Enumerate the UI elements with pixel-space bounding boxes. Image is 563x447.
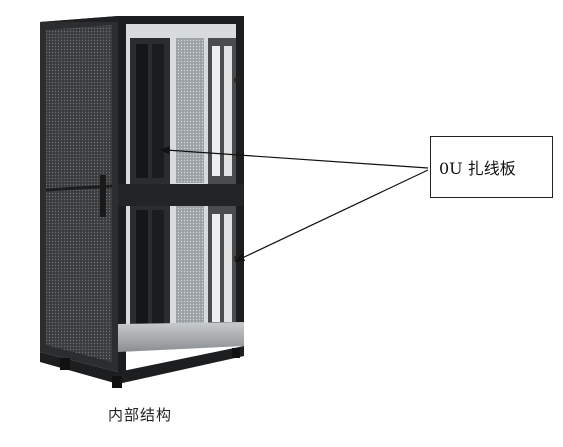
caster <box>60 358 70 370</box>
middle-rail <box>118 184 244 206</box>
figure-caption: 内部结构 <box>108 406 173 424</box>
caster <box>112 376 122 388</box>
cabinet-side-panel <box>40 16 118 372</box>
pointer-line-upper <box>165 149 429 169</box>
callout-label: 0U 扎线板 <box>439 159 516 178</box>
callout-label-box: 0U 扎线板 <box>430 136 553 198</box>
pointer-line-lower <box>237 169 429 261</box>
arrowhead-upper <box>160 146 170 154</box>
cable-management-strip-right <box>208 38 240 328</box>
caster <box>232 348 240 358</box>
callout-pointers <box>160 146 429 262</box>
arrowhead-lower <box>234 254 245 262</box>
cabinet-base <box>40 322 244 388</box>
door-handle <box>100 175 106 217</box>
